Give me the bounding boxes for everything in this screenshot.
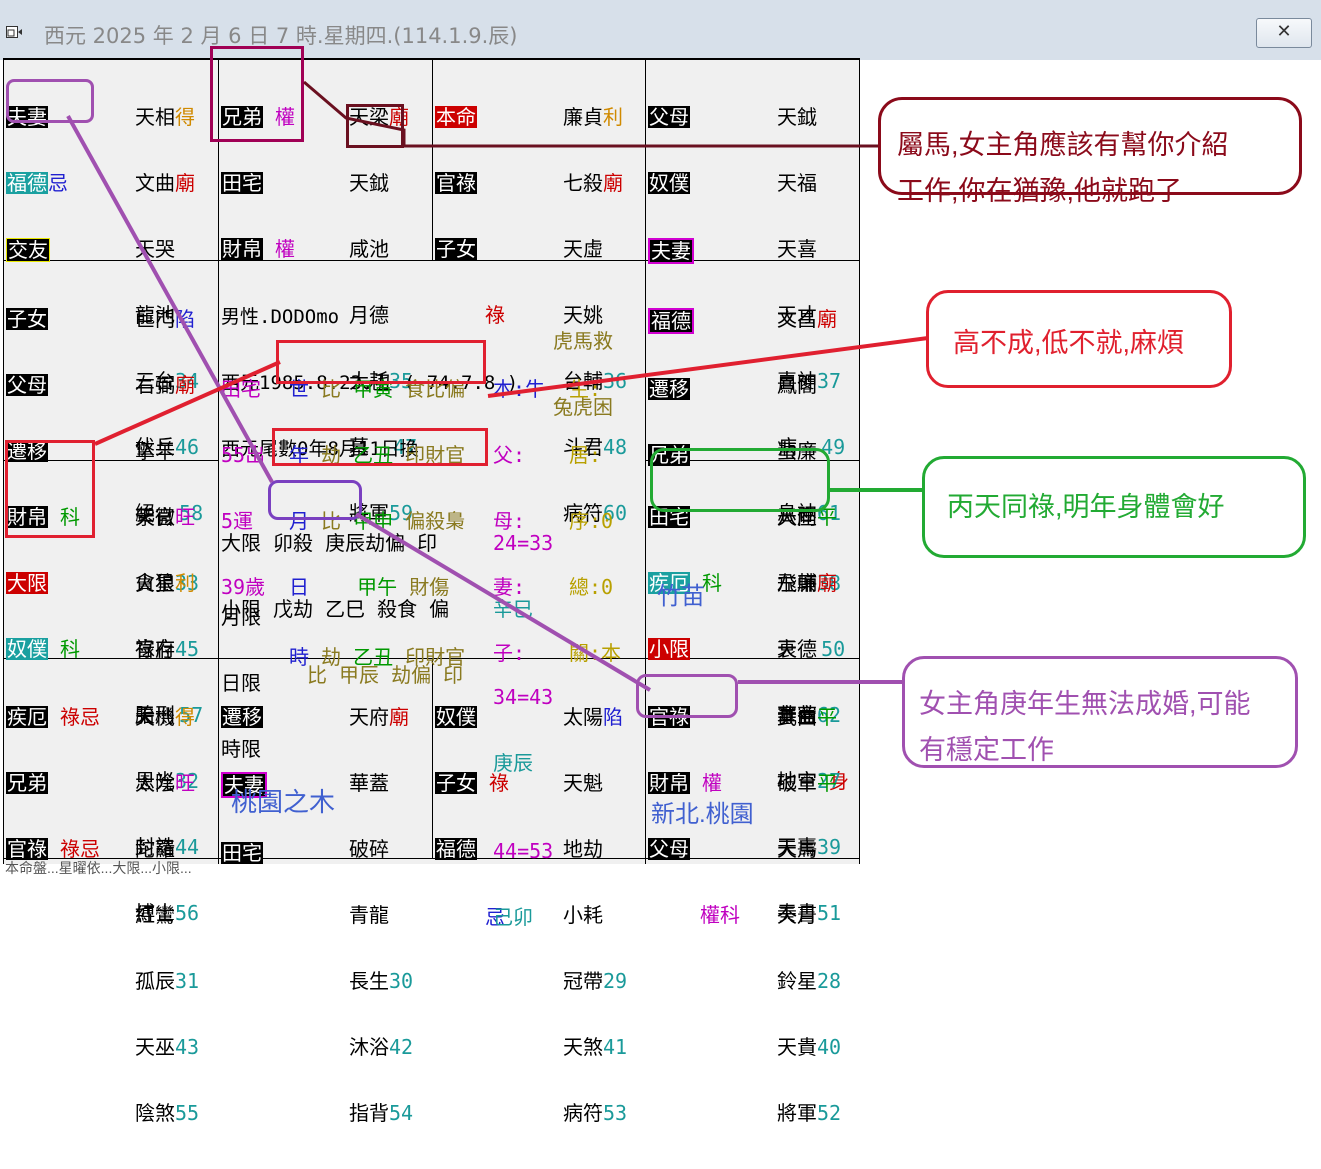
center-right-labels: 虎馬救 兔虎困 <box>553 329 613 419</box>
center-relations: 本:牛 父: 母: 妻: 子: <box>493 377 546 665</box>
line-xianchi-to-note <box>303 80 880 148</box>
palace-mid-left-top-stars: 巨門陷 右弼廟 擎羊 天官 火星33 官府45 胎 57 <box>135 307 204 727</box>
palace-tag: 福德 <box>6 171 48 195</box>
highlight-wealth-palace <box>5 440 95 538</box>
palace-mid-left-top-tags[interactable]: 子女 父母 遷移 <box>6 307 48 463</box>
line-geng-to-caibo <box>354 512 652 692</box>
palace-bottom-left-tags[interactable]: 疾厄 祿忌 兄弟 官祿 祿忌 <box>6 705 101 861</box>
palace-top-right-tags[interactable]: 父母 奴僕 夫妻 <box>648 62 696 308</box>
highlight-caibo-quan <box>636 674 738 718</box>
grid-line <box>3 58 4 864</box>
callout-female-lead: 女主角庚年生無法成婚,可能 有穩定工作 <box>902 656 1298 768</box>
palace-top-mid-left-tags[interactable]: 兄弟 權 田宅 財帛 權 <box>221 105 296 261</box>
daxian-row: 大限 卯殺 庚辰劫偏 印 小限 戊劫 乙巳 殺食 偏 比 甲辰 劫偏 印 <box>221 531 464 687</box>
grid-line <box>645 460 860 461</box>
line-year-to-note <box>487 336 929 398</box>
region-note-zhumiao: 竹苗 <box>657 583 705 610</box>
close-icon: ✕ <box>1276 21 1292 42</box>
palace-top-right-stars: 天鉞 天福 天喜 天才 喜神37 病 49 息神61 <box>777 105 846 525</box>
palace-mid-left-bottom-tags[interactable]: 財帛 科 大限 奴僕 科 <box>6 505 81 661</box>
window-titlebar <box>0 0 1321 60</box>
annotation-lines <box>66 80 929 692</box>
month-day-hour-labels: 月限 日限 時限 <box>221 605 261 761</box>
grid-line <box>645 58 646 864</box>
grid-line <box>3 658 860 659</box>
region-note-xinbei-taoyuan: 新北.桃園 <box>651 801 754 828</box>
palace-top-mid-right-tags[interactable]: 本命 官祿 子女 祿 <box>435 105 505 327</box>
highlight-hour-pillar <box>272 428 488 466</box>
center-year-change: 西元尾數0年8月11日換 <box>221 438 419 460</box>
close-button[interactable]: ✕ <box>1256 18 1312 48</box>
highlight-tiantong <box>650 448 830 512</box>
palace-top-left-stars: 天相得 文曲廟 天哭 龍池 三台34 伏兵46 絕 58 <box>135 105 204 525</box>
line-wealth-to-year <box>94 360 281 446</box>
highlight-brother-property <box>210 46 304 142</box>
highlight-xianchi <box>346 104 404 148</box>
palace-mid-right-top-stars: 文昌廟 鳳閣 蜚廉 八座 飛廉38 衰 50 華蓋62 身 <box>777 307 849 793</box>
grid-line <box>859 58 860 864</box>
grid-line <box>3 460 218 461</box>
line-fude-to-mao <box>66 115 274 483</box>
region-note-taoyuan-wood: 桃園之木 <box>231 787 336 817</box>
app-window-icon <box>6 25 22 39</box>
window-title: 西元 2025 年 2 月 6 日 7 時.星期四.(114.1.9.辰) <box>44 24 518 48</box>
highlight-mao-geng <box>268 480 362 520</box>
mark-ji: 忌 <box>48 171 68 195</box>
highlight-fude <box>6 79 94 123</box>
grid-line <box>3 58 860 60</box>
palace-bottom-mid-left-tags[interactable]: 遷移 夫妻 田宅 <box>221 662 269 908</box>
grid-line <box>3 858 860 859</box>
callout-gaobucheng: 高不成,低不就,麻煩 <box>926 290 1232 388</box>
center-gender-name: 男性.DODOmo <box>221 306 340 328</box>
grid-line <box>432 658 433 858</box>
callout-hoarse-note: 屬馬,女主角應該有幫你介紹 工作,你在猶豫,他就跑了 <box>878 97 1302 206</box>
chart-panel: 夫妻 福德忌 交友 天相得 文曲廟 天哭 龍池 三台34 伏兵46 絕 58 兄… <box>3 58 860 1124</box>
grid-line <box>218 58 219 864</box>
grid-line <box>432 58 433 260</box>
grid-line <box>3 260 860 261</box>
palace-tag: 交友 <box>6 238 50 262</box>
callout-tiantong: 丙天同祿,明年身體會好 <box>922 456 1306 558</box>
